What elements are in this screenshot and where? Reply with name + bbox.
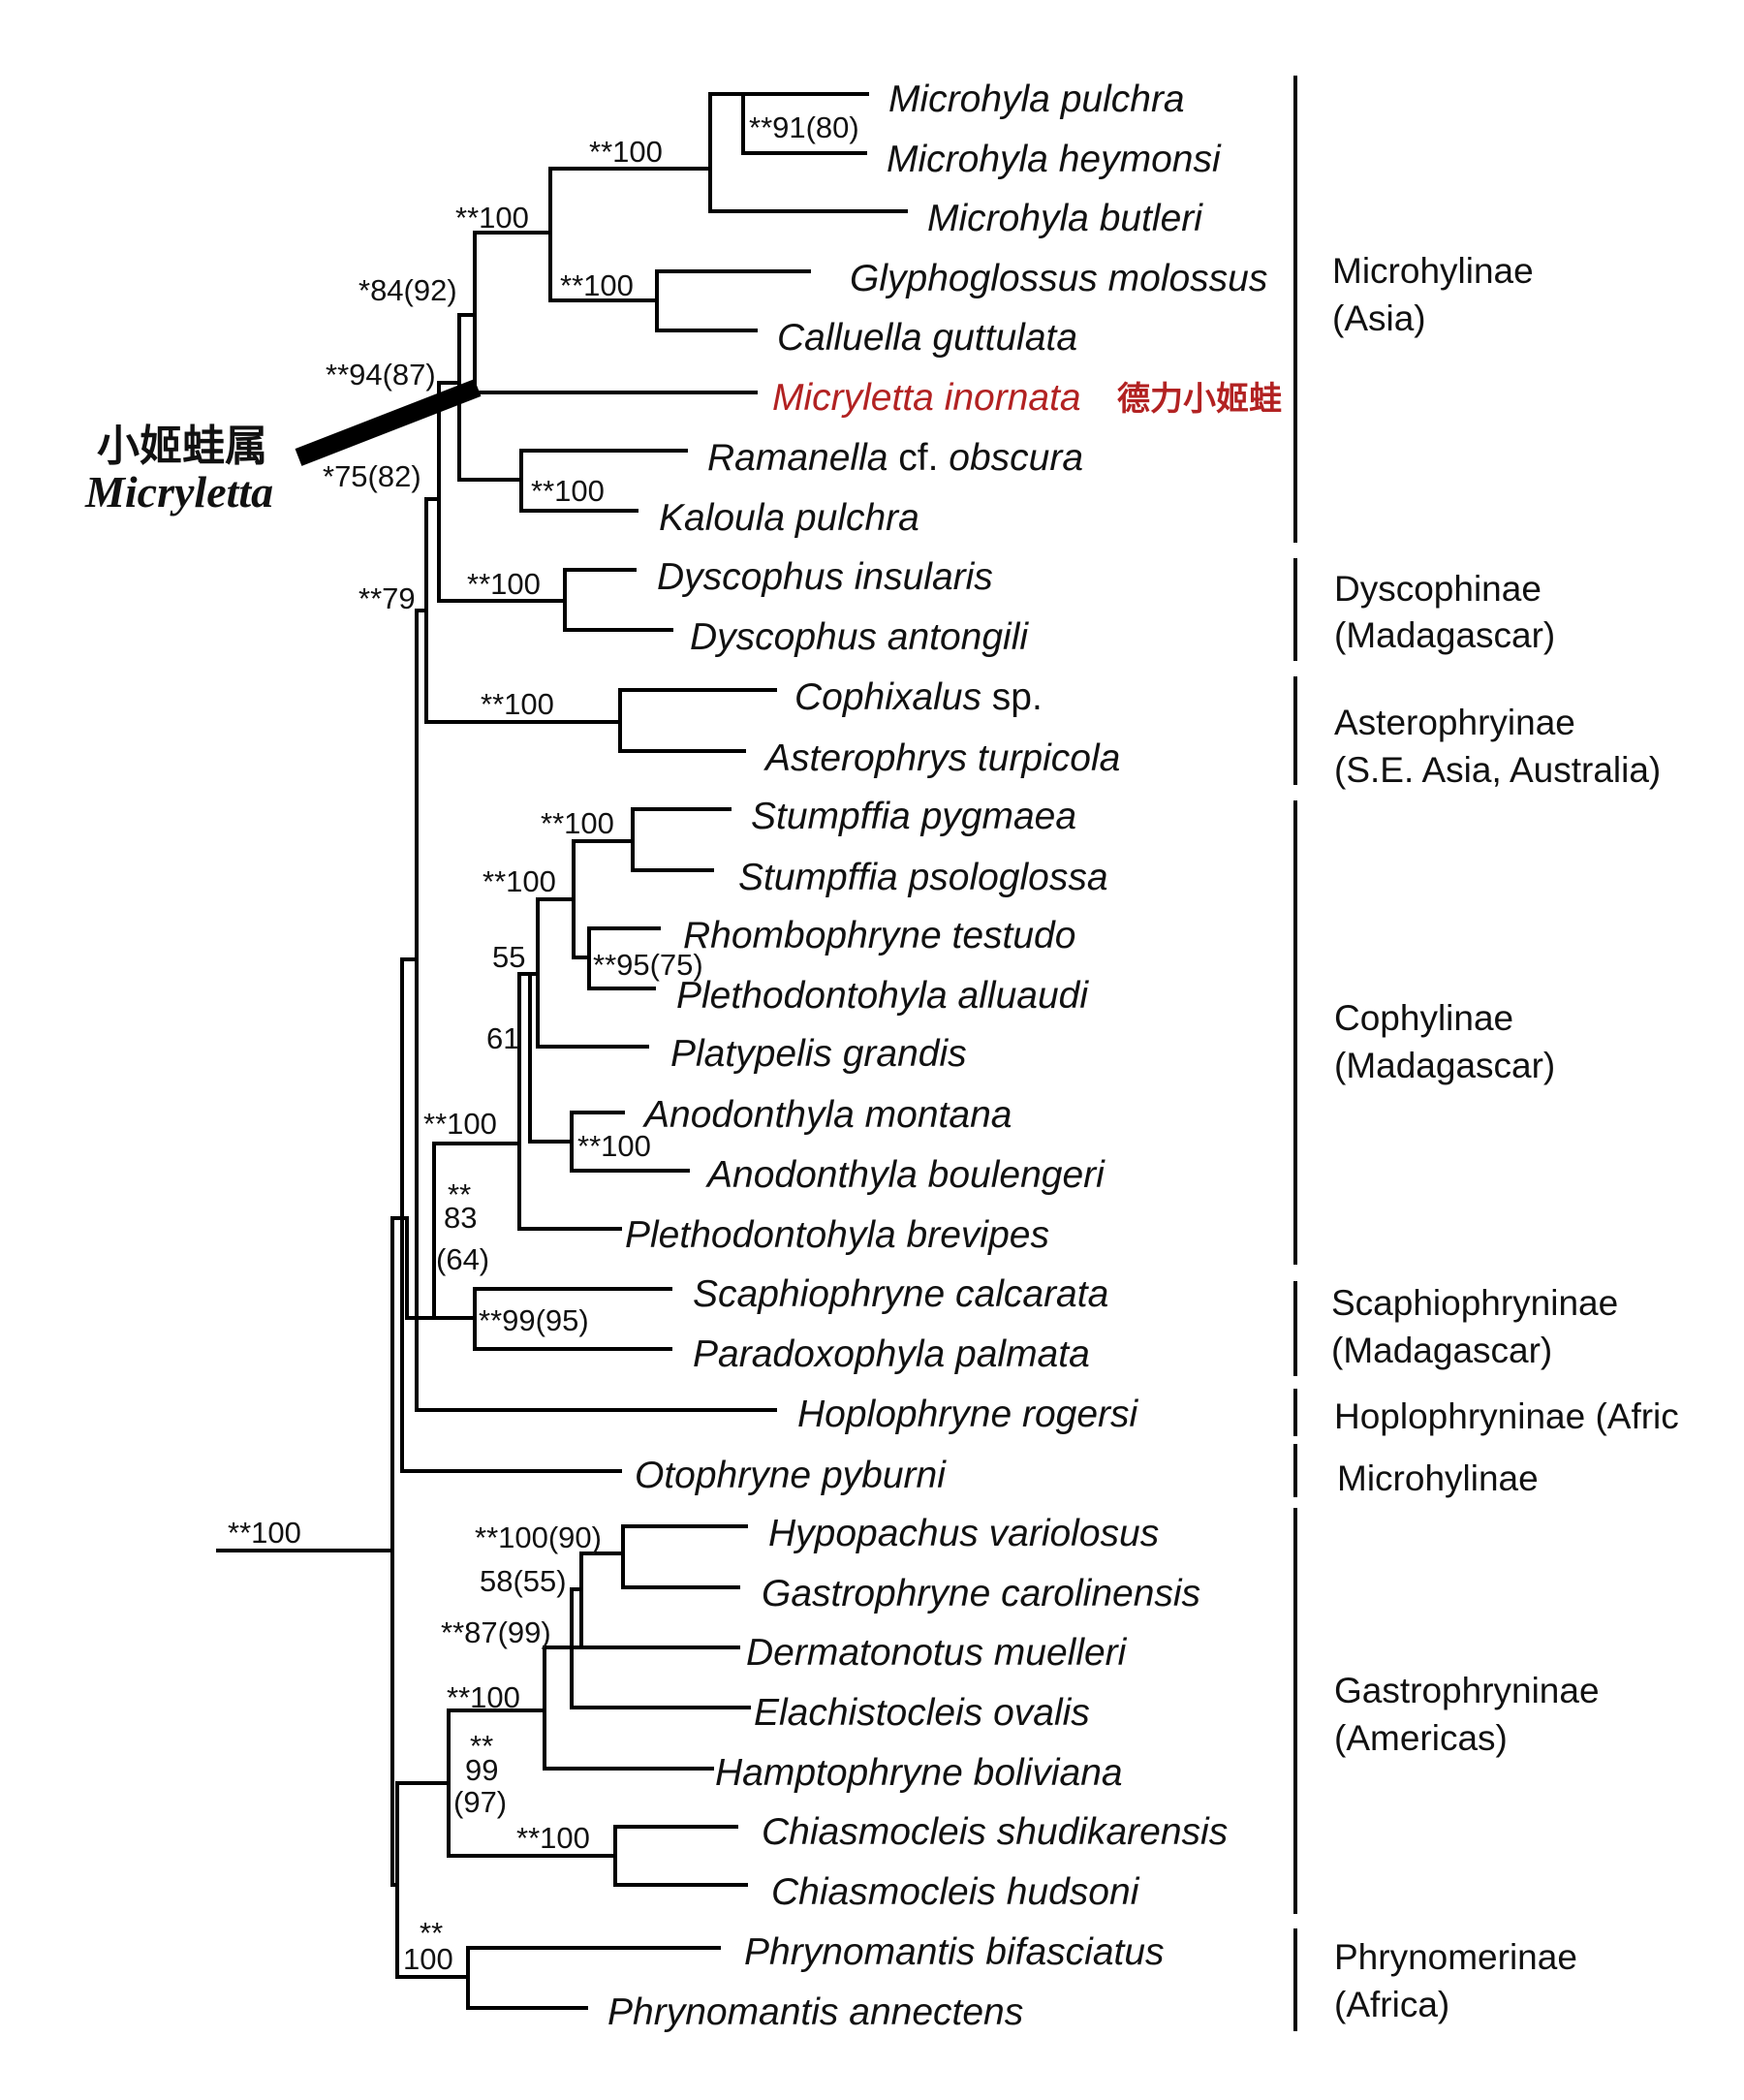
taxon-label: Gastrophryne carolinensis xyxy=(762,1573,1200,1614)
support-value: **100(90) xyxy=(475,1520,602,1554)
support-value: ** xyxy=(470,1729,493,1763)
taxon-label: Dermatonotus muelleri xyxy=(746,1632,1128,1674)
support-value: 55 xyxy=(492,940,525,974)
support-value: **100 xyxy=(577,1129,651,1163)
genus-label-latin: Micryletta xyxy=(84,467,273,517)
taxon-label: Hamptophryne boliviana xyxy=(715,1752,1123,1794)
taxon-chinese-name: 德力小姬蛙 xyxy=(1117,381,1282,418)
taxon-label: Cophixalus sp. xyxy=(794,676,1043,718)
support-value: **100 xyxy=(589,135,663,169)
support-value: **100 xyxy=(560,268,634,302)
taxon-label: Kaloula pulchra xyxy=(659,497,919,539)
taxon-label: Dyscophus antongili xyxy=(690,616,1029,658)
clade-region: (S.E. Asia, Australia) xyxy=(1334,750,1661,790)
taxon-label: Chiasmocleis hudsoni xyxy=(771,1871,1140,1913)
support-value: *84(92) xyxy=(358,273,457,307)
support-value: **87(99) xyxy=(441,1615,551,1649)
taxon-label: Microhyla butleri xyxy=(927,198,1203,239)
clade-name: Scaphiophryninae xyxy=(1331,1283,1618,1323)
clade-name: Gastrophryninae xyxy=(1334,1671,1600,1710)
taxon-label: Phrynomantis annectens xyxy=(607,1991,1023,2033)
taxon-label: Microhyla heymonsi xyxy=(887,139,1222,180)
support-value: **100 xyxy=(228,1516,301,1550)
clade-name: Hoplophryninae (Afric xyxy=(1334,1396,1679,1436)
taxon-label: Chiasmocleis shudikarensis xyxy=(762,1811,1228,1853)
taxon-label: Plethodontohyla brevipes xyxy=(625,1214,1049,1256)
clade-name: Cophylinae xyxy=(1334,998,1513,1038)
support-value: **100 xyxy=(516,1821,590,1855)
support-value: 100 xyxy=(403,1942,453,1976)
clade-region: (Americas) xyxy=(1334,1718,1508,1758)
taxon-label: Calluella guttulata xyxy=(777,317,1077,359)
taxon-label-highlighted: Micryletta inornata xyxy=(772,377,1081,419)
genus-label-chinese: 小姬蛙属 xyxy=(97,423,267,470)
taxon-label: Plethodontohyla alluaudi xyxy=(676,975,1089,1017)
clade-region: (Madagascar) xyxy=(1334,1046,1555,1085)
clade-region: (Madagascar) xyxy=(1331,1331,1552,1370)
support-value: **100 xyxy=(447,1680,520,1714)
support-value: **100 xyxy=(455,201,529,235)
support-value: **79 xyxy=(358,581,416,615)
taxon-label: Platypelis grandis xyxy=(670,1033,967,1075)
taxon-label: Anodonthyla montana xyxy=(642,1094,1012,1136)
taxon-label: Hypopachus variolosus xyxy=(768,1513,1159,1554)
clade-region: (Asia) xyxy=(1332,298,1426,338)
support-value: 83 xyxy=(444,1201,477,1235)
taxon-labels: Microhyla pulchra Microhyla heymonsi Mic… xyxy=(607,78,1282,2033)
support-value: **100 xyxy=(541,806,614,840)
taxon-label: Stumpffia pygmaea xyxy=(751,796,1076,837)
support-values: **100 **91(80) **100 **100 **100 *84(92)… xyxy=(228,110,859,1976)
support-value: 58(55) xyxy=(480,1564,567,1598)
support-value: ** xyxy=(420,1916,443,1950)
support-value: ** xyxy=(448,1177,471,1211)
taxon-label: Phrynomantis bifasciatus xyxy=(744,1931,1165,1973)
support-value: **100 xyxy=(531,474,605,508)
tree-branches xyxy=(216,92,908,2010)
taxon-label: Hoplophryne rogersi xyxy=(797,1394,1139,1435)
clade-labels: Microhylinae (Asia) Dyscophinae (Madagas… xyxy=(1331,251,1679,2024)
taxon-label: Asterophrys turpicola xyxy=(763,737,1120,779)
support-value: **100 xyxy=(483,864,556,898)
taxon-label: Otophryne pyburni xyxy=(635,1455,947,1496)
clade-name: Phrynomerinae xyxy=(1334,1937,1577,1977)
taxon-label: Glyphoglossus molossus xyxy=(850,258,1267,299)
support-value: **100 xyxy=(481,687,554,721)
taxon-label: Elachistocleis ovalis xyxy=(754,1692,1090,1734)
micryletta-marker-bar xyxy=(295,379,482,466)
support-value: **94(87) xyxy=(326,358,436,392)
taxon-label: Anodonthyla boulengeri xyxy=(705,1154,1106,1196)
support-value: **91(80) xyxy=(749,110,859,144)
support-value: (97) xyxy=(453,1785,507,1819)
support-value: 99 xyxy=(465,1753,498,1787)
taxon-label: Paradoxophyla palmata xyxy=(693,1333,1090,1375)
taxon-label: Ramanella cf. obscura xyxy=(707,437,1083,479)
clade-name: Dyscophinae xyxy=(1334,569,1542,609)
taxon-label: Stumpffia psologlossa xyxy=(738,857,1108,898)
branch-to-79-node xyxy=(400,1216,436,1320)
taxon-label: Dyscophus insularis xyxy=(657,556,993,598)
clade-region: (Madagascar) xyxy=(1334,615,1555,655)
support-value: **100 xyxy=(423,1107,497,1141)
clade-name: Microhylinae xyxy=(1337,1458,1539,1498)
support-value: 61 xyxy=(486,1021,519,1055)
taxon-label: Microhyla pulchra xyxy=(888,78,1185,120)
clade-name: Asterophryinae xyxy=(1334,703,1575,742)
support-value: **100 xyxy=(467,567,541,601)
taxon-label: Scaphiophryne calcarata xyxy=(693,1273,1108,1315)
support-value: (64) xyxy=(436,1242,489,1276)
clade-name: Microhylinae xyxy=(1332,251,1534,291)
support-value: **99(95) xyxy=(479,1303,589,1337)
clade-region: (Africa) xyxy=(1334,1985,1449,2024)
support-value: **95(75) xyxy=(593,948,703,982)
support-value: *75(82) xyxy=(323,459,421,493)
taxon-label: Rhombophryne testudo xyxy=(683,915,1075,956)
